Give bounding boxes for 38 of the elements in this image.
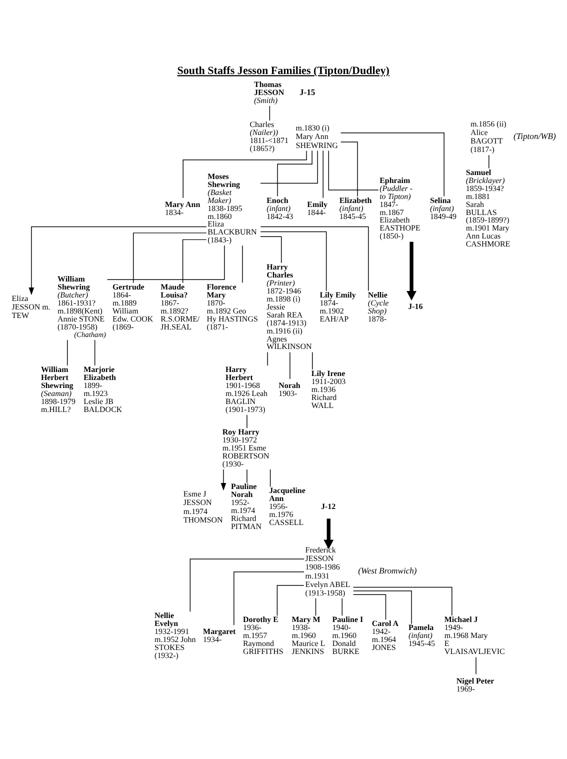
label: (West Bromwich) [358,565,417,576]
connector [352,590,412,624]
connector [322,150,324,198]
connector [66,339,68,366]
connector [488,154,490,168]
connector [267,351,268,366]
connector [312,351,313,370]
connector [340,132,444,196]
connector [328,150,379,190]
connector [260,230,327,291]
arrow [406,241,417,300]
connector [190,558,304,612]
connector [246,468,248,483]
label: (Tipton/WB) [513,130,556,140]
arrow [220,468,226,490]
arrow [28,226,207,295]
connector [270,468,271,487]
connector [260,150,318,184]
connector [315,597,316,616]
connector [246,414,248,428]
connector [182,238,207,283]
connector [277,150,312,196]
connector [340,141,358,196]
connector [242,244,243,283]
arrow [324,518,334,549]
connector [182,150,307,198]
connector [234,571,304,625]
connector [352,586,452,616]
connector [133,232,207,283]
connector [352,594,386,620]
label: J-15 [299,86,316,96]
connector [269,105,270,120]
connector [106,244,225,280]
connector [260,236,282,263]
connector [94,339,96,366]
connector [276,584,304,616]
connector [260,226,369,291]
diagram-title: South Staffs Jesson Families (Tipton/Dudley) [177,64,390,77]
